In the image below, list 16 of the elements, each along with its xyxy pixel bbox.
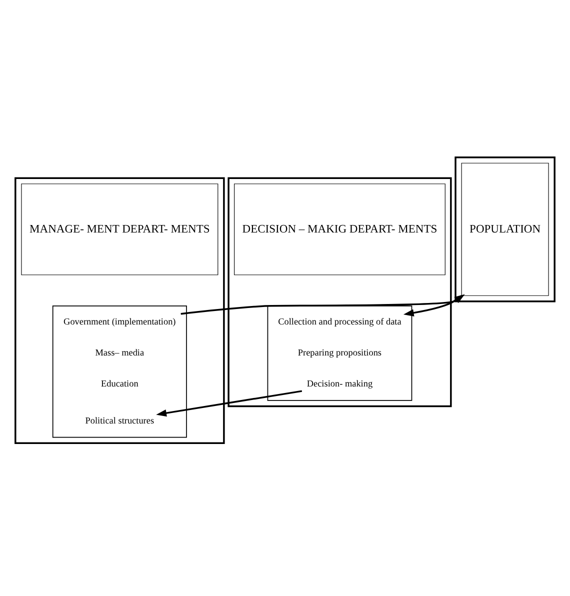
cluster [14, 176, 225, 444]
node-text: Decision- making [306, 378, 373, 388]
cluster [52, 305, 187, 438]
node-text: Political structures [85, 414, 154, 425]
node-text: Education [101, 378, 138, 388]
node-box: MANAGE- MENT DEPART- MENTS [21, 183, 218, 275]
arrow [403, 294, 462, 316]
node-text: Preparing propositions [298, 346, 382, 357]
node-box: POPULATION [461, 162, 549, 296]
node-text: Government (implementation) [64, 316, 176, 326]
cluster [267, 305, 412, 400]
node-box: DECISION – MAKIG DEPART- MENTS [234, 183, 446, 275]
node-text: Mass– media [95, 346, 144, 357]
node-text: Collection and processing of data [278, 316, 402, 326]
cluster [228, 176, 452, 407]
arrow [156, 390, 302, 416]
